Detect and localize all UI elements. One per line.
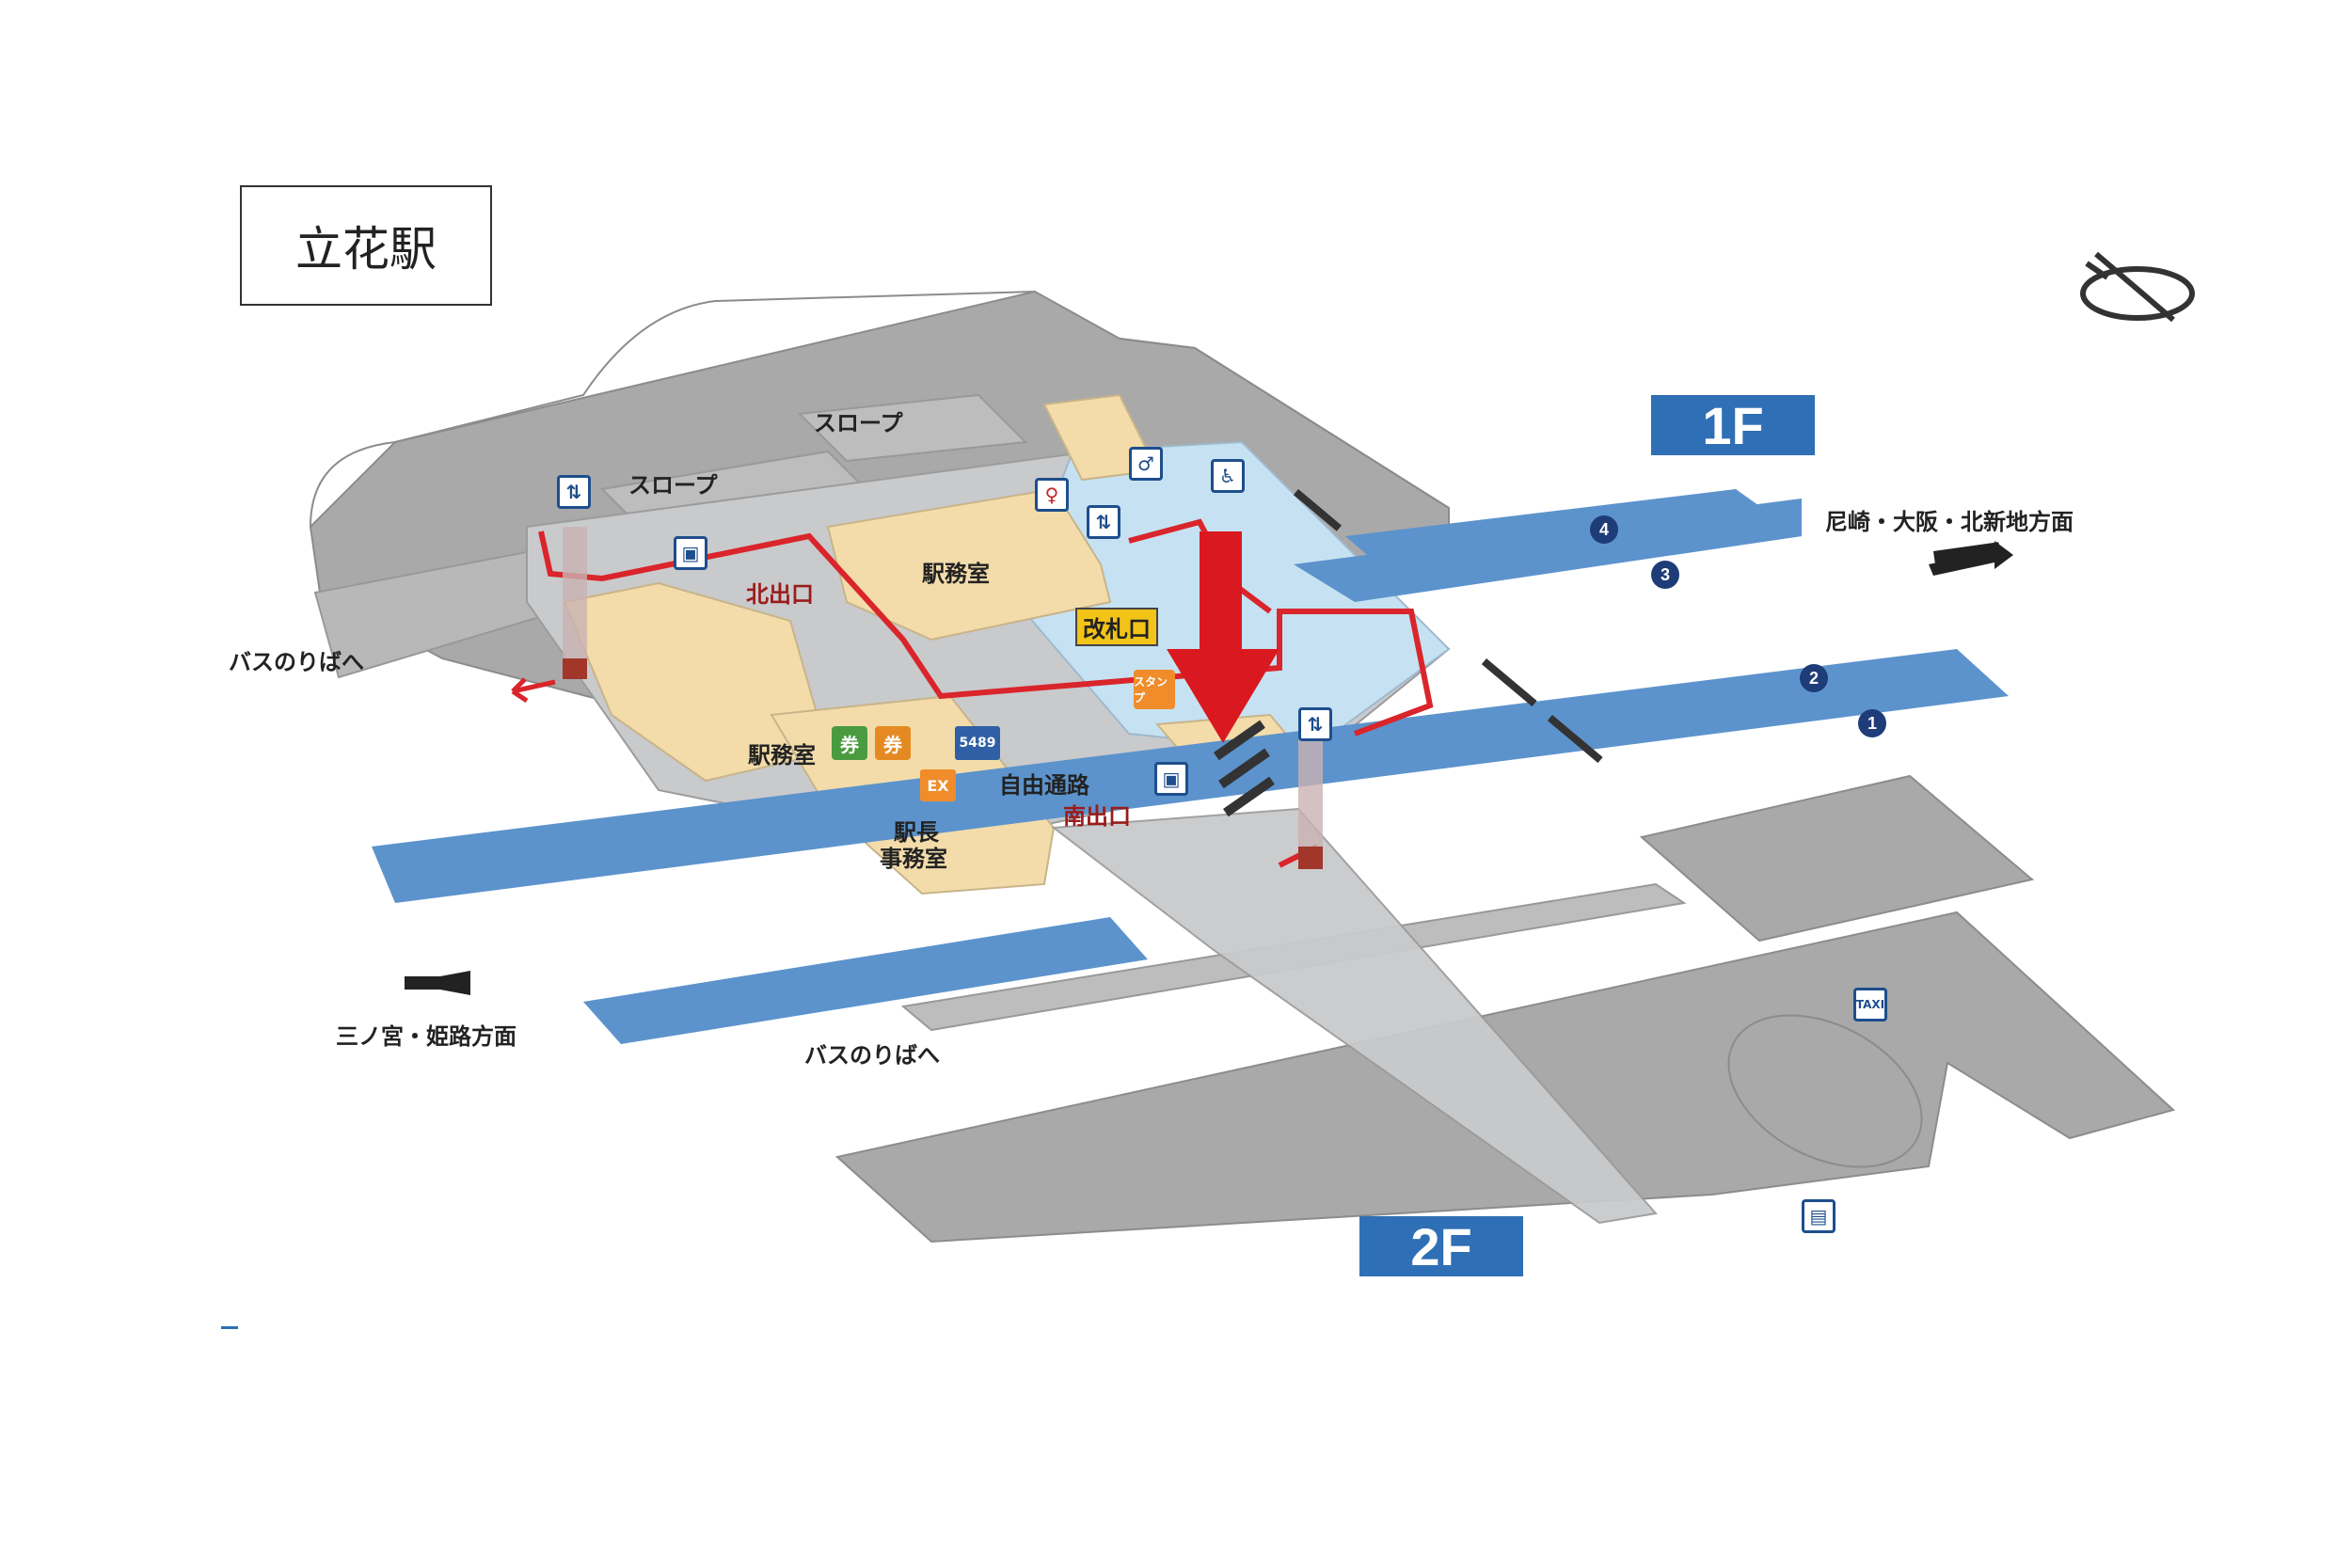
compass-icon	[2080, 251, 2195, 323]
free-passage-ramp	[1051, 807, 1658, 1225]
label-bus-stop-left: バスのりばへ	[229, 649, 364, 675]
label-station-office-upper: 駅務室	[922, 561, 990, 587]
floor-badge-2f: 2F	[1359, 1216, 1523, 1276]
bus-icon: ▤	[1802, 1199, 1836, 1233]
label-south-exit: 南出口	[1063, 803, 1131, 830]
big-arrow	[1167, 531, 1279, 743]
label-stationmaster-2: 事務室	[880, 846, 947, 872]
station-title: 立花駅	[240, 185, 492, 306]
label-direction-east: 尼崎・大阪・北新地方面	[1825, 509, 2074, 535]
floor-badge-1f: 1F	[1651, 395, 1815, 455]
platform-2f-right	[1639, 774, 2035, 942]
service-5489: 5489	[955, 726, 1000, 760]
ticket-machine-green: 券	[832, 726, 867, 760]
stamp-icon: スタンプ	[1134, 670, 1175, 709]
platform-number-2: 2	[1800, 664, 1828, 692]
platform-number-1: 1	[1858, 709, 1886, 737]
label-bus-stop-bottom: バスのりばへ	[804, 1042, 940, 1069]
platform-number-4: 4	[1590, 515, 1618, 544]
label-north-exit: 北出口	[746, 581, 814, 608]
track-2f-lower	[583, 917, 1148, 1044]
ticket-machine-orange: 券	[875, 726, 911, 760]
coin-locker-icon: ▣	[674, 536, 707, 570]
toilet-women-icon: ♀	[1035, 478, 1069, 512]
footnote-mark	[221, 1326, 238, 1329]
elevator-icon: ⇅	[557, 475, 591, 509]
coin-locker-icon: ▣	[1154, 762, 1188, 796]
label-stationmaster-1: 駅長	[894, 819, 939, 846]
bus-rotary	[1727, 1014, 1923, 1168]
elevator-shaft-left	[563, 527, 587, 658]
ticket-gate-label: 改札口	[1075, 608, 1158, 646]
elevator-shaft-right	[1298, 734, 1323, 856]
toilet-men-icon: ♂	[1129, 447, 1163, 481]
label-slope-top: スロープ	[814, 410, 903, 436]
wheelchair-icon: ♿	[1211, 459, 1245, 493]
label-station-office-lower: 駅務室	[748, 742, 816, 768]
ex-ticket: EX	[920, 769, 956, 801]
label-direction-west: 三ノ宮・姫路方面	[336, 1023, 516, 1050]
slope-top-block	[797, 393, 1028, 463]
track-2f-upper	[372, 649, 2009, 903]
elevator-icon: ⇅	[1087, 505, 1120, 539]
label-slope-left: スロープ	[628, 472, 718, 499]
label-free-passage: 自由通路	[999, 772, 1089, 799]
taxi-icon: TAXI	[1853, 988, 1887, 1022]
platform-number-3: 3	[1651, 561, 1679, 589]
elevator-icon: ⇅	[1298, 707, 1332, 741]
